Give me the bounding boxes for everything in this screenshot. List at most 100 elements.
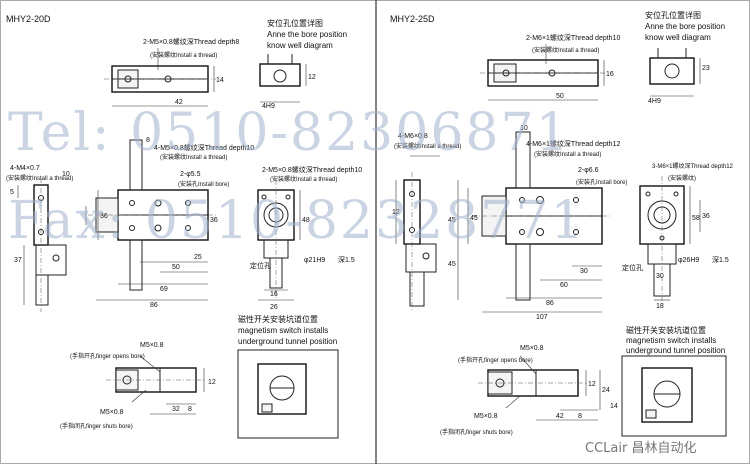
left-locate-label: 定位孔 (250, 261, 271, 270)
left-dim-26: 26 (270, 304, 278, 311)
right-bore66-label: 2-φ6.6 (578, 167, 599, 174)
right-dim-50: 50 (556, 93, 564, 100)
left-dim-12b: 12 (208, 379, 216, 386)
left-dim-42: 42 (175, 99, 183, 106)
left-dim-32: 32 (172, 406, 180, 413)
right-dim-4h9: 4H9 (648, 98, 661, 105)
left-dim-69: 69 (160, 286, 168, 293)
left-dim-14: 14 (216, 77, 224, 84)
right-end-view (639, 176, 701, 304)
right-dim-60: 60 (560, 282, 568, 289)
right-thread-top-label: 2-M6×1螺纹深Thread depth10 (526, 33, 620, 42)
left-mag-switch-view (237, 349, 339, 439)
left-top-side-view (104, 48, 216, 107)
left-dim-5: 5 (10, 189, 14, 196)
right-dim-86: 86 (546, 300, 554, 307)
left-dim-36a: 36 (100, 213, 108, 220)
right-phi26-label: φ26H9 (678, 257, 699, 264)
watermark-tel: Tel: 0510-82306871 (8, 103, 571, 163)
right-mag-switch-view (621, 355, 727, 437)
left-phi21-label: φ21H9 (304, 257, 325, 264)
right-main-front-view (457, 131, 612, 313)
right-thread-top-note: (安装螺纹Install a thread) (532, 46, 599, 54)
left-dim-8b: 8 (188, 406, 192, 413)
left-bore-detail-view (259, 54, 307, 103)
left-depth15-label: 深1.5 (338, 255, 355, 264)
right-dim-24: 24 (602, 387, 610, 394)
left-mag-en2: underground tunnel position (238, 337, 337, 346)
right-m6-4-note: (安装螺纹Install a thread) (534, 150, 601, 158)
right-m6-3-label: 3-M6×1螺纹深Thread depth12 (652, 162, 734, 170)
left-dim-10: 10 (62, 171, 70, 178)
right-dim-16: 16 (606, 71, 614, 78)
left-dim-16: 16 (270, 291, 278, 298)
left-panel: MHY2-20D 2-M5×0.8螺纹深Thread depth8 (安装螺纹I… (6, 14, 362, 439)
right-finger-view (478, 355, 601, 421)
right-dim-30b: 30 (656, 273, 664, 280)
right-narrow-side-view (395, 155, 440, 312)
left-bore-title-en2: know well diagram (267, 41, 333, 50)
right-bore-detail-view (649, 48, 701, 97)
right-dim-45a: 45 (470, 215, 478, 222)
right-locate-label: 定位孔 (622, 263, 643, 272)
left-m5-4-note: (安装螺纹Install a thread) (160, 153, 227, 161)
left-thread-top-label: 2-M5×0.8螺纹深Thread depth8 (143, 37, 239, 46)
right-dim-18: 18 (656, 303, 664, 310)
right-finger-open: (手指开孔finger opens bore) (458, 356, 533, 364)
left-dim-48: 48 (302, 217, 310, 224)
right-bore-title-en2: know well diagram (645, 33, 711, 42)
left-dim-12: 12 (308, 74, 316, 81)
left-bore55-label: 2-φ5.5 (180, 171, 201, 178)
right-dim-10: 10 (520, 125, 528, 132)
right-dim-12b: 12 (588, 381, 596, 388)
right-dim-58: 58 (692, 215, 700, 222)
left-dim-4h9: 4H9 (262, 103, 275, 110)
left-end-view (257, 180, 301, 301)
left-dim-37: 37 (14, 257, 22, 264)
right-mag-en2: underground tunnel position (626, 346, 725, 355)
left-m5-2-note: (安装螺纹Install a thread) (270, 175, 337, 183)
right-dim-14: 14 (610, 403, 618, 410)
right-m6-4-label: 4-M6×1螺纹深Thread depth12 (526, 139, 620, 148)
right-bore66-note: (安装孔Install bore) (576, 178, 627, 186)
right-mag-en1: magnetism switch installs (626, 336, 716, 345)
right-dim-45b: 45 (448, 217, 456, 224)
right-m6-3-note: (安装螺纹) (668, 174, 696, 182)
left-dim-50: 50 (172, 264, 180, 271)
right-m4-note: (安装螺纹Install a thread) (394, 142, 461, 150)
left-finger-shut: (手指闭孔finger shuts bore) (60, 422, 133, 430)
left-finger-open: (手指开孔finger opens bore) (70, 352, 145, 360)
right-m5-shut: M5×0.8 (474, 413, 498, 420)
left-mag-en1: magnetism switch installs (238, 326, 328, 335)
left-model-title: MHY2-20D (6, 14, 51, 24)
left-finger-view (106, 355, 206, 415)
right-dim-12: 12 (392, 209, 400, 216)
left-main-front-view (85, 139, 218, 301)
right-model-title: MHY2-25D (390, 14, 435, 24)
right-mag-cn: 磁性开关安装坑道位置 (626, 325, 706, 335)
right-top-side-view (480, 44, 606, 101)
left-m5-shut: M5×0.8 (100, 409, 124, 416)
left-m5-2-label: 2-M5×0.8螺纹深Thread depth10 (262, 165, 362, 174)
left-dim-86: 86 (150, 302, 158, 309)
right-dim-42: 42 (556, 413, 564, 420)
right-dim-23: 23 (702, 65, 710, 72)
left-dim-8: 8 (146, 137, 150, 144)
right-dim-45c: 45 (448, 261, 456, 268)
right-bore-title-en1: Anne the bore position (645, 22, 725, 31)
left-narrow-side-view (17, 178, 67, 312)
right-panel: MHY2-25D 2-M6×1螺纹深Thread depth10 (安装螺纹In… (390, 10, 734, 437)
watermark-fax: Fax: 0510-82328771 (8, 191, 586, 251)
right-depth15-label: 深1.5 (712, 255, 729, 264)
right-dim-36: 36 (702, 213, 710, 220)
brand-logo: CCLair 昌林自动化 (585, 441, 696, 456)
left-bore-title-cn: 安位孔位置详图 (267, 18, 323, 28)
left-mag-cn: 磁性开关安装坑道位置 (238, 314, 318, 324)
left-dim-25: 25 (194, 254, 202, 261)
right-m5-open: M5×0.8 (520, 345, 544, 352)
right-dim-8: 8 (578, 413, 582, 420)
left-m4-label: 4-M4×0.7 (10, 165, 40, 172)
right-bore-title-cn: 安位孔位置详图 (645, 10, 701, 20)
